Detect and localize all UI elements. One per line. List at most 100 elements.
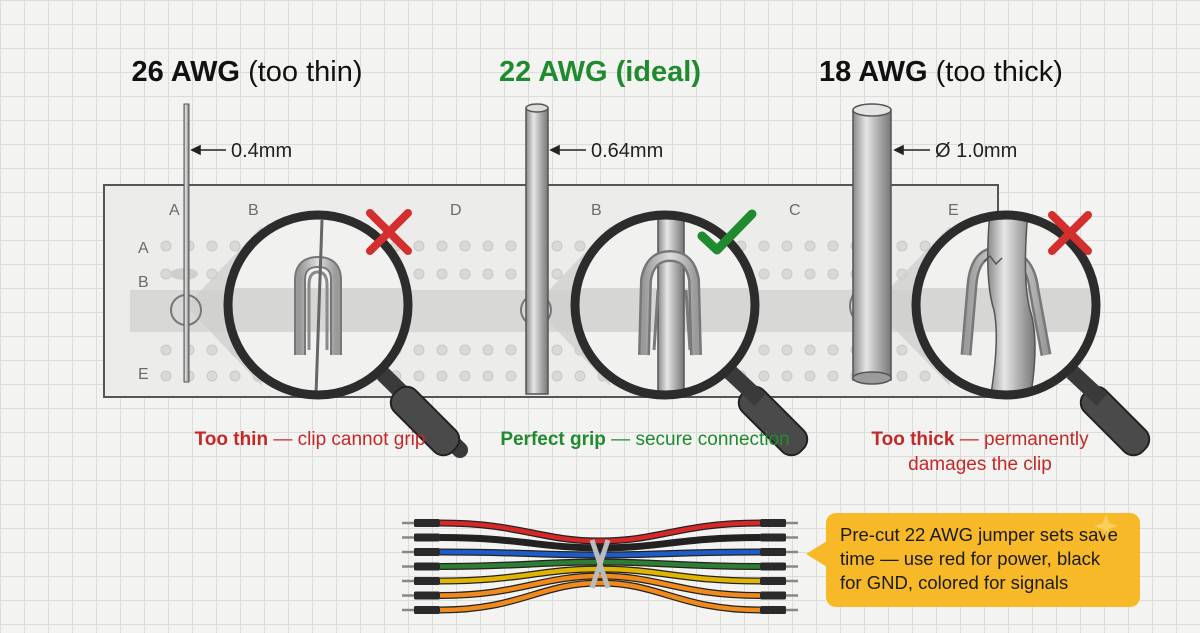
breadboard-hole — [505, 344, 517, 356]
jumper-pin-housing — [414, 577, 440, 585]
breadboard-hole — [505, 370, 517, 382]
wire-thick — [852, 103, 892, 385]
breadboard-hole — [781, 344, 793, 356]
jumper-wire-bundle — [402, 519, 798, 614]
title-18awg: 18 AWG (too thick) — [741, 56, 1141, 89]
breadboard-hole — [459, 370, 471, 382]
dim-arrow-head — [893, 144, 904, 156]
dim-label-thick: Ø 1.0mm — [935, 140, 1018, 162]
caption-thin: Too thin — clip cannot grip — [160, 427, 460, 452]
jumper-pin-housing — [760, 591, 786, 600]
gauge-note: (ideal) — [615, 56, 701, 88]
breadboard-hole — [413, 344, 425, 356]
jumper-pin-housing — [760, 562, 786, 571]
breadboard-hole — [436, 370, 448, 382]
breadboard-hole — [505, 268, 517, 280]
dim-label-ideal: 0.64mm — [591, 140, 664, 162]
row-label: B — [138, 274, 149, 291]
jumper-pin-housing — [414, 533, 440, 542]
x-mark-icon — [1048, 211, 1092, 255]
breadboard-hole — [206, 370, 218, 382]
breadboard-hole — [551, 370, 563, 382]
breadboard-hole — [827, 240, 839, 252]
jumper-wire — [439, 520, 761, 544]
breadboard-hole — [459, 268, 471, 280]
jumper-wire — [439, 549, 761, 558]
jumper-wire — [439, 573, 761, 598]
breadboard-hole — [505, 240, 517, 252]
breadboard-hole — [827, 268, 839, 280]
cable-tie — [589, 539, 611, 589]
dim-arrow-head — [190, 144, 201, 156]
breadboard-hole — [758, 344, 770, 356]
col-label: D — [450, 202, 462, 219]
breadboard-hole — [459, 344, 471, 356]
gauge-label: 18 AWG — [819, 56, 928, 88]
breadboard-hole — [896, 240, 908, 252]
caption-strong: Too thin — [194, 429, 269, 450]
breadboard-hole — [758, 268, 770, 280]
breadboard-hole — [413, 240, 425, 252]
breadboard-hole — [804, 370, 816, 382]
jumper-pin-housing — [414, 562, 440, 571]
dim-arrow-head — [549, 144, 560, 156]
breadboard-hole — [781, 268, 793, 280]
wire-ideal — [525, 103, 549, 395]
caption-rest: — permanently damages the clip — [908, 429, 1089, 475]
jumper-pin-housing — [414, 519, 440, 527]
gauge-label: 26 AWG — [131, 56, 240, 88]
title-22awg: 22 AWG (ideal) — [400, 56, 800, 89]
breadboard-hole — [160, 268, 172, 280]
breadboard-hole — [436, 268, 448, 280]
breadboard-hole — [827, 370, 839, 382]
caption-rest: — clip cannot grip — [268, 429, 426, 450]
breadboard-hole — [482, 240, 494, 252]
jumper-pin-housing — [760, 606, 786, 614]
col-label: B — [591, 202, 602, 219]
jumper-pin-housing — [760, 519, 786, 527]
breadboard-hole — [482, 268, 494, 280]
breadboard-hole — [804, 268, 816, 280]
breadboard-hole — [482, 344, 494, 356]
title-26awg: 26 AWG (too thin) — [47, 56, 447, 89]
col-label: B — [248, 202, 259, 219]
breadboard-hole — [758, 240, 770, 252]
gauge-note: (too thick) — [935, 56, 1063, 88]
jumper-wire — [439, 535, 761, 551]
breadboard-hole — [896, 344, 908, 356]
caption-rest: — secure connection — [605, 429, 790, 450]
breadboard-hole — [413, 268, 425, 280]
breadboard-hole — [482, 370, 494, 382]
breadboard-hole — [229, 240, 241, 252]
breadboard-hole — [160, 344, 172, 356]
magnifier-icon — [223, 210, 468, 458]
magnifier-icon — [570, 210, 809, 457]
breadboard-hole — [551, 344, 563, 356]
breadboard-hole — [206, 240, 218, 252]
breadboard-hole — [413, 370, 425, 382]
breadboard-hole — [229, 370, 241, 382]
caption-thick: Too thick — permanently damages the clip — [840, 427, 1120, 477]
dim-label-thin: 0.4mm — [231, 140, 293, 162]
breadboard-hole — [459, 240, 471, 252]
breadboard-hole — [827, 344, 839, 356]
check-mark-icon — [697, 209, 757, 255]
breadboard-hole — [160, 240, 172, 252]
breadboard-hole — [551, 268, 563, 280]
breadboard-hole — [758, 370, 770, 382]
breadboard-hole — [436, 240, 448, 252]
caption-ideal: Perfect grip — secure connection — [500, 427, 790, 452]
caption-strong: Too thick — [871, 429, 955, 450]
jumper-pin-housing — [414, 606, 440, 614]
jumper-pin-housing — [760, 577, 786, 585]
board-labels: A B D A B E B C E — [138, 202, 959, 383]
jumper-wire — [439, 580, 761, 613]
breadboard-hole — [896, 370, 908, 382]
col-label: E — [948, 202, 959, 219]
gauge-label: 22 AWG — [499, 56, 608, 88]
breadboard-hole — [436, 344, 448, 356]
jumper-pin-housing — [760, 533, 786, 542]
jumper-pin-housing — [414, 548, 440, 556]
x-mark-icon — [366, 209, 412, 255]
